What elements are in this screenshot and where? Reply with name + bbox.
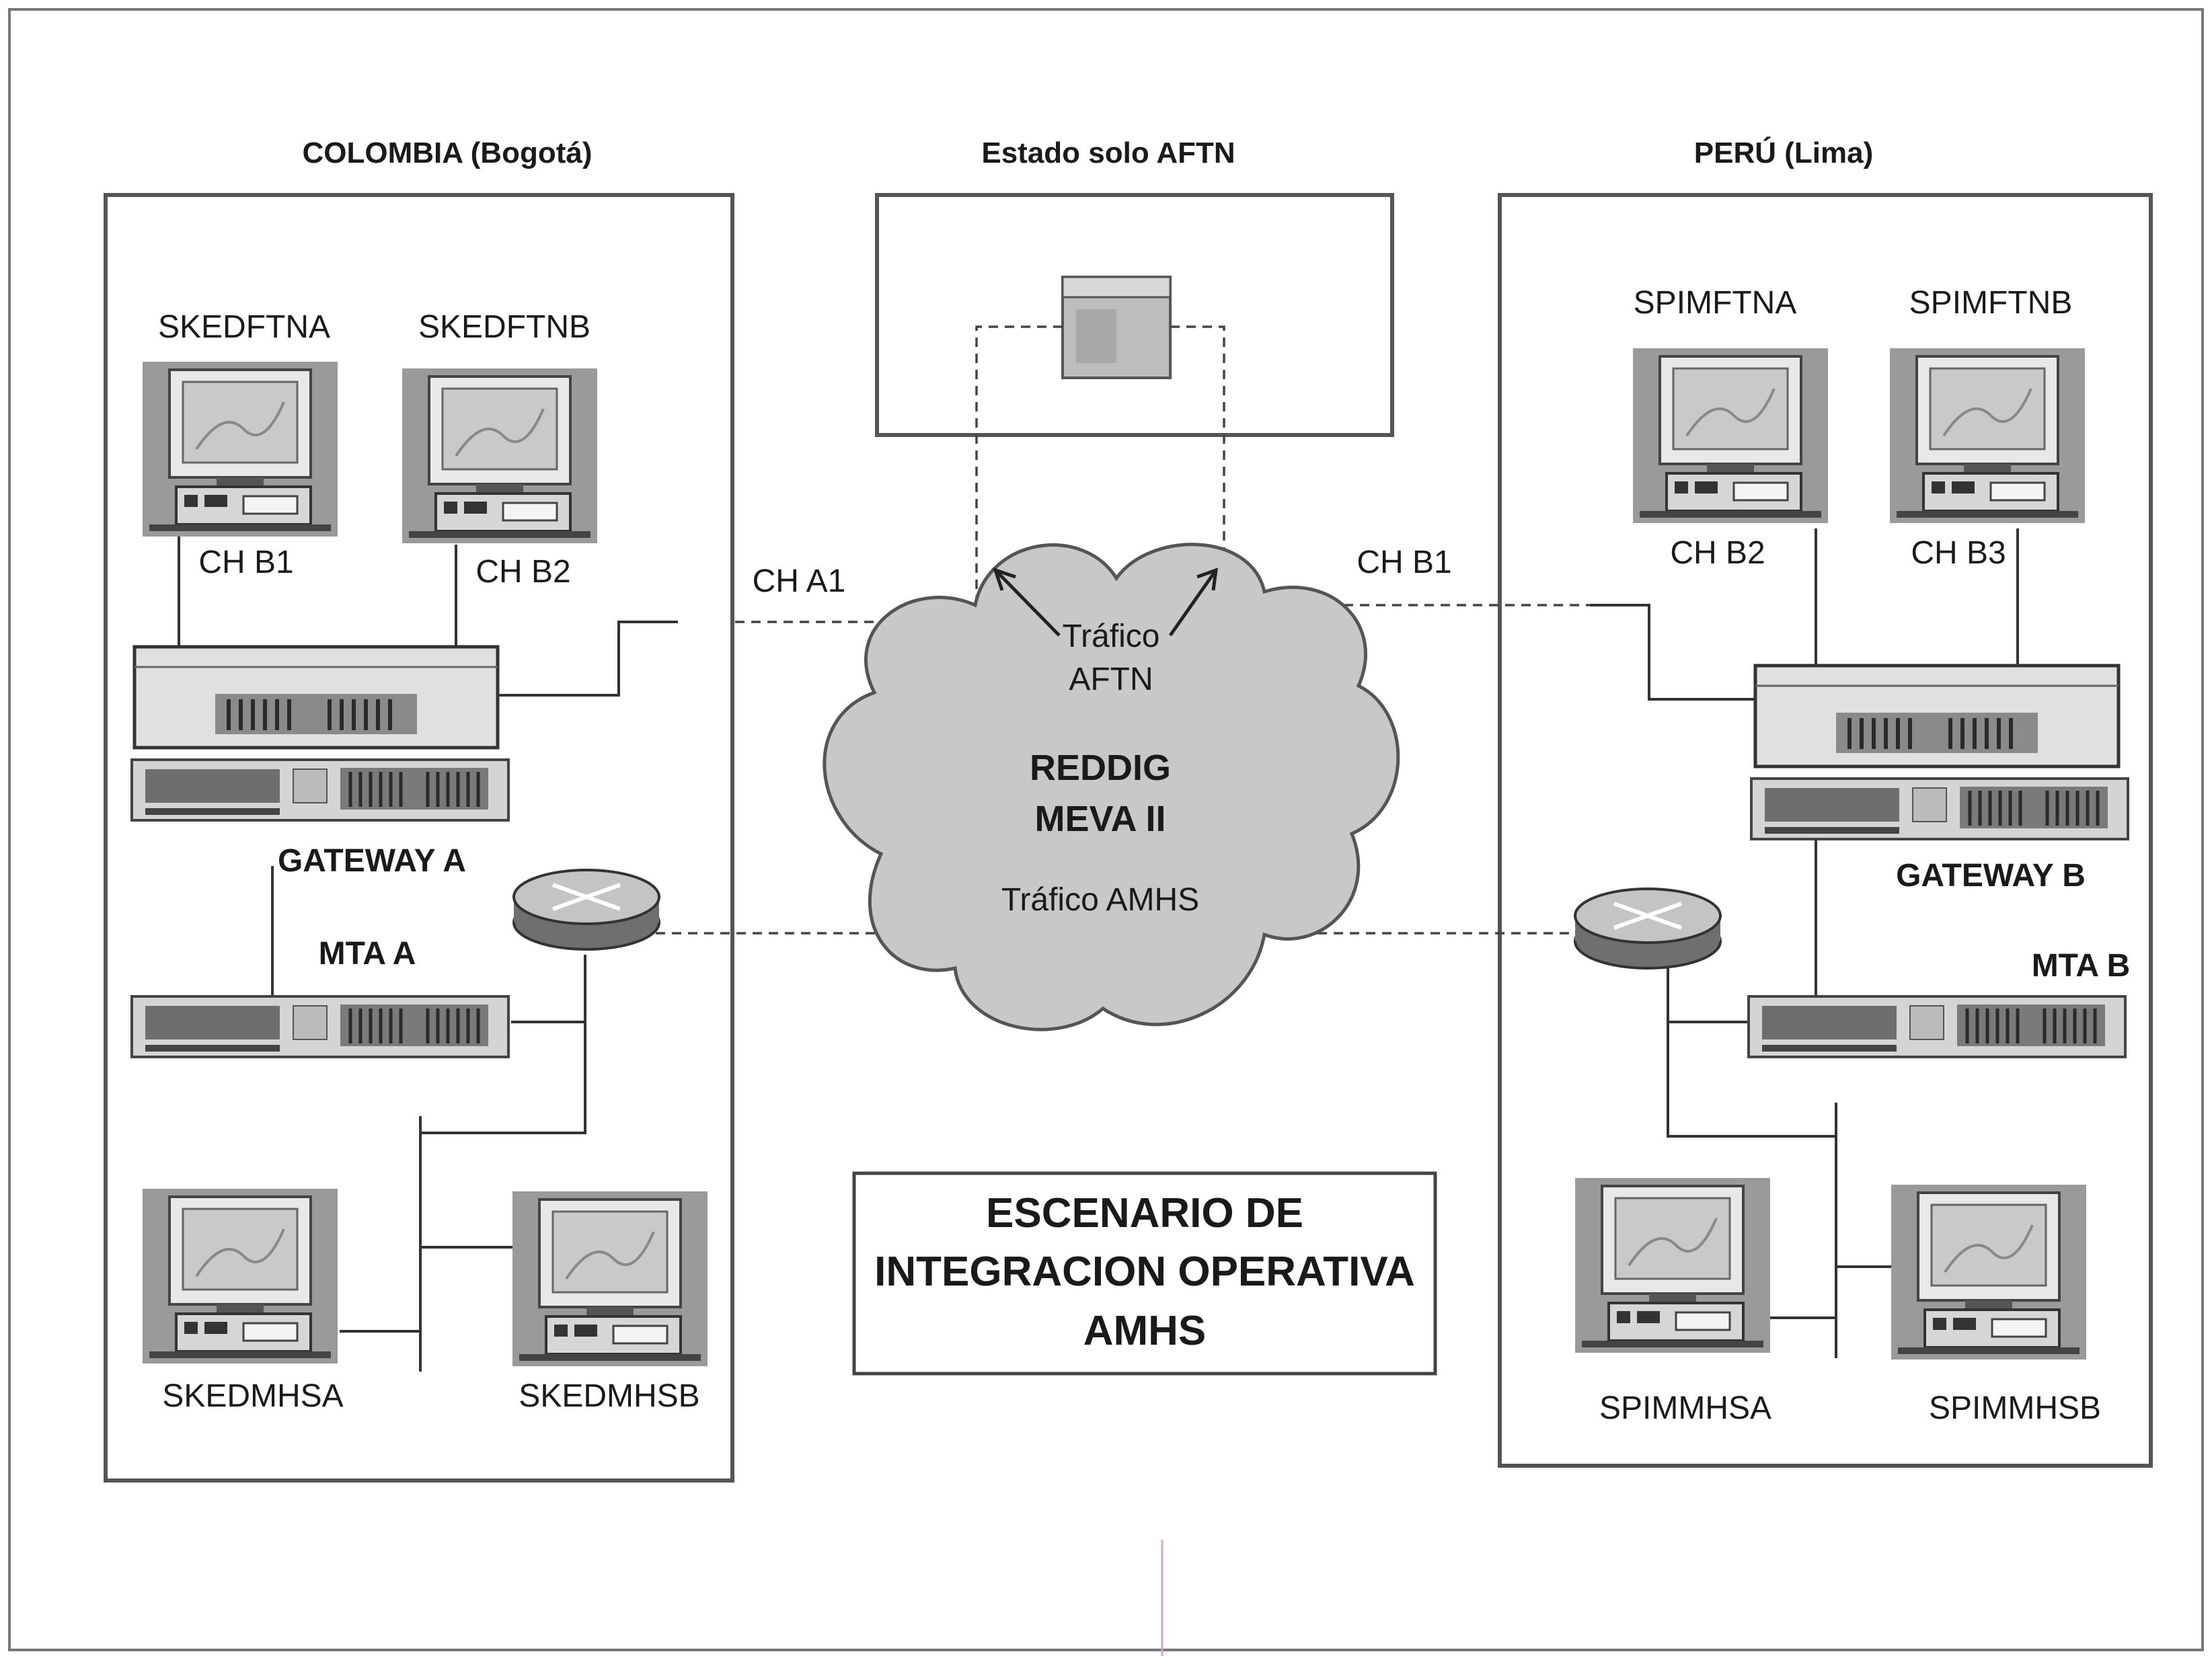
aftn-state-title: Estado solo AFTN: [981, 136, 1235, 169]
skedftnb-label: SKEDFTNB: [418, 309, 590, 345]
channel-right-label: CH B1: [1357, 545, 1451, 580]
spimmhsb-workstation-icon: [1890, 1183, 2088, 1361]
colombia-links: [178, 537, 678, 1372]
gateway-a-chassis-icon: [135, 647, 498, 748]
skedftna-workstation-icon: [141, 360, 339, 538]
peru-links: [1590, 528, 2019, 1358]
colombia-title: COLOMBIA (Bogotá): [303, 136, 593, 169]
mta-b-label: MTA B: [2032, 948, 2131, 984]
gateway-b-server-icon: [1751, 779, 2128, 839]
peru-ch-b2-label: CH B2: [1670, 535, 1765, 571]
outer-frame: [8, 8, 2204, 1651]
scenario-title-line3: AMHS: [1083, 1308, 1207, 1354]
mta-a-label: MTA A: [319, 936, 416, 972]
mta-b-server-icon: [1749, 996, 2125, 1057]
reddig-cloud: [823, 543, 1400, 1031]
skedmhsa-workstation-icon: [141, 1187, 339, 1365]
aftn-state-box: [875, 193, 1394, 437]
spimftnb-workstation-icon: [1889, 347, 2086, 524]
channel-left-label: CH A1: [753, 563, 846, 599]
gateway-b-label: GATEWAY B: [1896, 858, 2086, 894]
gateway-b-chassis-icon: [1755, 666, 2119, 766]
skedftnb-workstation-icon: [401, 367, 599, 545]
peru-ch-b3-label: CH B3: [1911, 535, 2006, 571]
peru-title: PERÚ (Lima): [1694, 136, 1873, 169]
col-ch-b1-label: CH B1: [198, 545, 293, 580]
scenario-title-line1: ESCENARIO DE: [986, 1190, 1303, 1236]
mta-a-server-icon: [132, 996, 508, 1057]
spimmhsb-label: SPIMMHSB: [1929, 1390, 2101, 1426]
aftn-traffic-label-1: Tráfico: [1063, 619, 1160, 654]
spimftna-workstation-icon: [1632, 347, 1829, 524]
spimmhsa-workstation-icon: [1574, 1177, 1771, 1354]
spimftnb-label: SPIMFTNB: [1909, 285, 2073, 321]
aftn-traffic-arrows: [993, 567, 1219, 637]
skedmhsb-label: SKEDMHSB: [519, 1378, 699, 1414]
router-a-icon: [514, 870, 659, 949]
scenario-box: [852, 1171, 1437, 1376]
peru-box: [1498, 193, 2153, 1468]
colombia-box: [104, 193, 734, 1483]
gateway-a-server-icon: [132, 760, 508, 820]
skedmhsa-label: SKEDMHSA: [162, 1378, 343, 1414]
aftn-link-left: [734, 325, 1063, 623]
cloud-label-2: MEVA II: [1034, 799, 1166, 839]
spimftna-label: SPIMFTNA: [1634, 285, 1797, 321]
scenario-title-line2: INTEGRACION OPERATIVA: [874, 1249, 1415, 1295]
aftn-traffic-label-2: AFTN: [1069, 662, 1153, 697]
router-b-icon: [1575, 889, 1720, 968]
gateway-a-label: GATEWAY A: [278, 843, 466, 879]
cloud-label-1: REDDIG: [1030, 748, 1171, 788]
spimmhsa-label: SPIMMHSA: [1599, 1390, 1771, 1426]
amhs-traffic-label: Tráfico AMHS: [1001, 882, 1199, 918]
aftn-server-icon: [1061, 276, 1172, 379]
skedmhsb-workstation-icon: [511, 1190, 709, 1368]
col-ch-b2-label: CH B2: [475, 554, 570, 590]
skedftna-label: SKEDFTNA: [158, 309, 330, 345]
